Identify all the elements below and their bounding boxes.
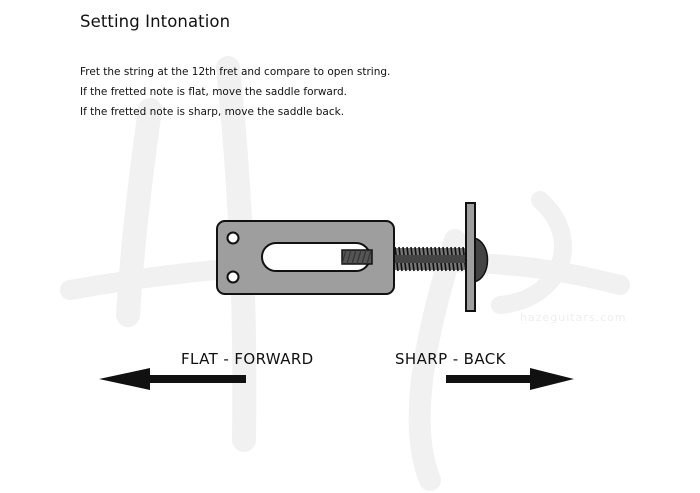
spring bbox=[392, 246, 467, 272]
instructions: Fret the string at the 12th fret and com… bbox=[80, 62, 390, 122]
instruction-line: Fret the string at the 12th fret and com… bbox=[80, 66, 391, 78]
saddle-assembly bbox=[216, 202, 489, 312]
saddle-body bbox=[216, 220, 395, 295]
mounting-hole-bottom bbox=[226, 270, 240, 284]
right-arrow bbox=[446, 368, 574, 390]
left-arrow bbox=[99, 368, 246, 390]
instruction-line: If the fretted note is flat, move the sa… bbox=[80, 86, 347, 98]
flat-forward-label: FLAT - FORWARD bbox=[181, 350, 314, 368]
instruction-line: If the fretted note is sharp, move the s… bbox=[80, 106, 345, 118]
mounting-hole-top bbox=[226, 231, 240, 245]
watermark-url: hazeguitars.com bbox=[520, 311, 627, 324]
screw-head bbox=[465, 202, 489, 312]
sharp-back-label: SHARP - BACK bbox=[395, 350, 506, 368]
page-title: Setting Intonation bbox=[80, 12, 231, 31]
